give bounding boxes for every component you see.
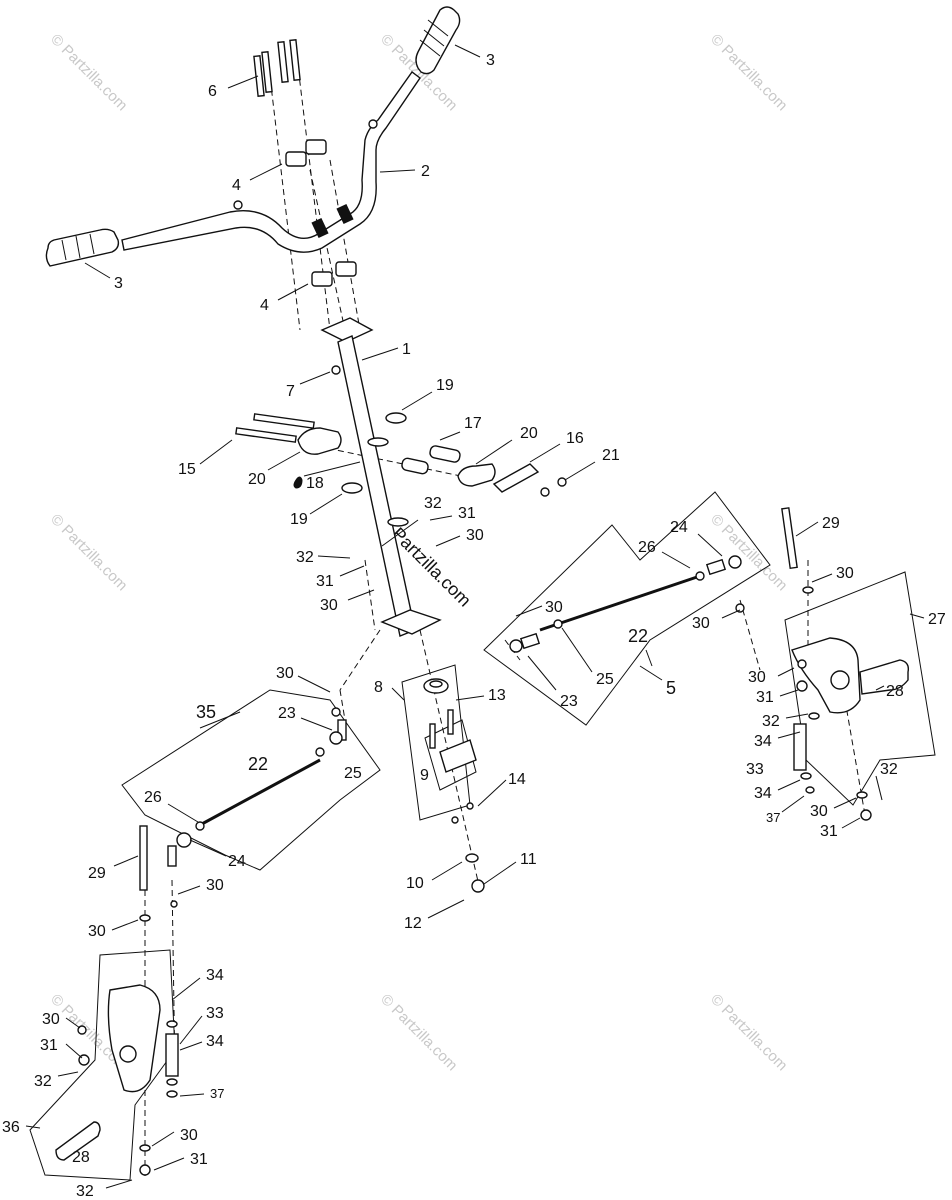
callout-4: 4	[232, 177, 241, 194]
callout-30: 30	[748, 669, 766, 686]
callout-32: 32	[880, 761, 898, 778]
watermark: © Partzilla.com	[47, 511, 130, 594]
callout-15: 15	[178, 461, 196, 478]
callout-35: 35	[196, 702, 216, 722]
callout-1: 1	[402, 341, 411, 358]
spindle-right	[781, 507, 910, 821]
callout-33: 33	[746, 761, 764, 778]
callout-26: 26	[144, 789, 162, 806]
callout-31: 31	[458, 505, 476, 522]
grip-left	[45, 228, 120, 267]
callouts: 3 6 2 4 3 4 1 7 19 17 20 16 21 15 20 18 …	[2, 52, 946, 1200]
callout-14: 14	[508, 771, 526, 788]
callout-25: 25	[344, 765, 362, 782]
callout-23: 23	[278, 705, 296, 722]
callout-3: 3	[114, 275, 123, 292]
callout-7: 7	[286, 383, 295, 400]
callout-29: 29	[822, 515, 840, 532]
callout-3: 3	[486, 52, 495, 69]
callout-26: 26	[638, 539, 656, 556]
callout-20: 20	[520, 425, 538, 442]
watermark: © Partzilla.com	[707, 31, 790, 114]
watermark: © Partzilla.com	[47, 31, 130, 114]
grip-right	[415, 6, 461, 75]
leader-lines	[25, 44, 925, 1189]
callout-32: 32	[34, 1073, 52, 1090]
callout-30: 30	[545, 599, 563, 616]
clamps	[285, 139, 357, 287]
callout-5: 5	[666, 678, 676, 698]
callout-30: 30	[42, 1011, 60, 1028]
callout-30: 30	[836, 565, 854, 582]
assembly-lines	[144, 49, 866, 1180]
callout-12: 12	[404, 915, 422, 932]
callout-10: 10	[406, 875, 424, 892]
callout-30: 30	[180, 1127, 198, 1144]
handlebar-bolts	[253, 39, 301, 97]
callout-13: 13	[488, 687, 506, 704]
callout-21: 21	[602, 447, 620, 464]
callout-33: 33	[206, 1005, 224, 1022]
callout-34: 34	[754, 785, 772, 802]
callout-16: 16	[566, 430, 584, 447]
steering-bearing	[423, 678, 485, 893]
spindle-left	[55, 825, 179, 1176]
callout-20: 20	[248, 471, 266, 488]
callout-30: 30	[810, 803, 828, 820]
callout-4: 4	[260, 297, 269, 314]
callout-24: 24	[670, 519, 688, 536]
callout-37: 37	[210, 1086, 224, 1101]
callout-32: 32	[296, 549, 314, 566]
callout-29: 29	[88, 865, 106, 882]
watermark: © Partzilla.com	[707, 511, 790, 594]
callout-19: 19	[436, 377, 454, 394]
callout-28: 28	[72, 1149, 90, 1166]
callout-30: 30	[320, 597, 338, 614]
callout-34: 34	[206, 967, 224, 984]
callout-27: 27	[928, 611, 946, 628]
tie-rod-group-outline-right	[483, 491, 771, 726]
callout-22: 22	[248, 754, 268, 774]
callout-30: 30	[466, 527, 484, 544]
callout-34: 34	[754, 733, 772, 750]
callout-31: 31	[820, 823, 838, 840]
callout-31: 31	[40, 1037, 58, 1054]
callout-11: 11	[520, 851, 537, 868]
callout-23: 23	[560, 693, 578, 710]
callout-32: 32	[424, 495, 442, 512]
callout-25: 25	[596, 671, 614, 688]
callout-19: 19	[290, 511, 308, 528]
callout-17: 17	[464, 415, 482, 432]
group-outlines	[29, 491, 936, 1181]
callout-6: 6	[208, 83, 217, 100]
callout-32: 32	[762, 713, 780, 730]
callout-8: 8	[374, 679, 383, 696]
callout-9: 9	[420, 767, 429, 784]
callout-30: 30	[276, 665, 294, 682]
callout-2: 2	[421, 163, 430, 180]
callout-31: 31	[756, 689, 774, 706]
tie-rod-group-outline-left	[121, 689, 381, 871]
callout-24: 24	[228, 853, 246, 870]
callout-28: 28	[886, 683, 904, 700]
callout-18: 18	[306, 475, 324, 492]
handlebar	[121, 71, 421, 253]
callout-30: 30	[692, 615, 710, 632]
callout-22: 22	[628, 626, 648, 646]
steering-bracket	[235, 412, 567, 497]
callout-30: 30	[206, 877, 224, 894]
callout-31: 31	[316, 573, 334, 590]
steering-column	[320, 317, 442, 637]
tie-rod-right	[509, 555, 745, 653]
callout-34: 34	[206, 1033, 224, 1050]
watermark: © Partzilla.com	[707, 991, 790, 1074]
callout-36: 36	[2, 1119, 20, 1136]
tie-rod-left	[167, 707, 347, 908]
callout-31: 31	[190, 1151, 208, 1168]
watermark: © Partzilla.com	[377, 991, 460, 1074]
callout-32: 32	[76, 1183, 94, 1200]
callout-30: 30	[88, 923, 106, 940]
callout-37: 37	[766, 810, 780, 825]
